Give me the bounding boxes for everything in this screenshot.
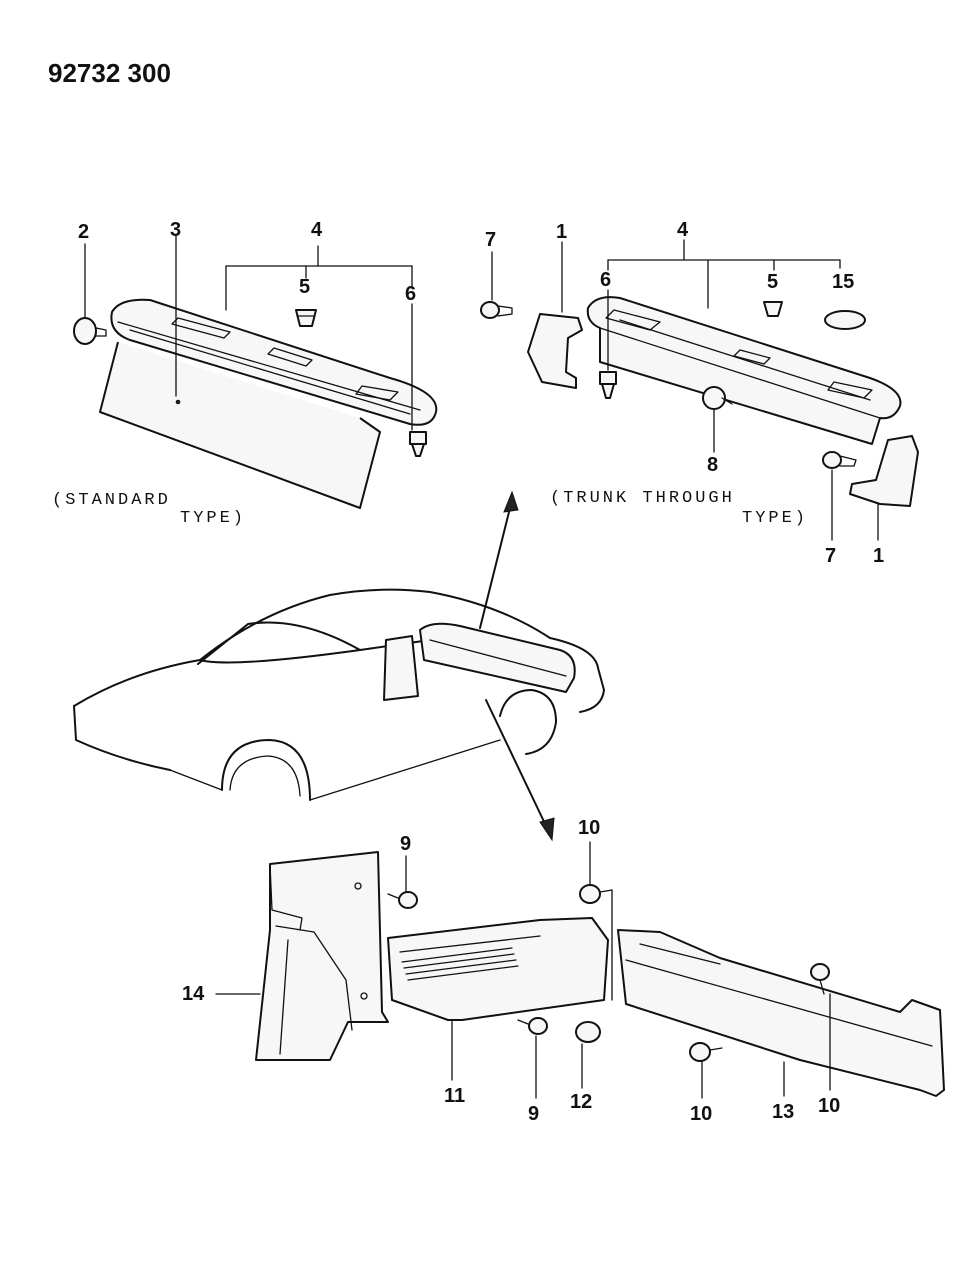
- fastener-part-5: [295, 309, 317, 327]
- trunk-trim-board: [99, 341, 381, 509]
- callout-5: 5: [299, 276, 310, 298]
- clip-part-10-right: [810, 963, 830, 995]
- standard-type-caption-line2: TYPE): [180, 509, 246, 528]
- fastener-part-5-trunk: [763, 301, 783, 317]
- fastener-part-6-trunk: [599, 371, 617, 399]
- standard-type-assembly: 2 3 4 5 6 (STANDARD TYPE): [52, 219, 438, 528]
- callout-1-right: 1: [873, 545, 884, 567]
- callout-6: 6: [405, 283, 416, 305]
- lower-trim-assembly: 9 10 14 11 9 12 10 13 10: [182, 817, 945, 1125]
- callout-11: 11: [444, 1085, 465, 1107]
- callout-10-right: 10: [818, 1095, 840, 1117]
- callout-4: 4: [311, 219, 323, 241]
- callout-6-trunk: 6: [600, 269, 611, 291]
- clip-part-9-lower: [517, 1017, 548, 1035]
- trunk-through-caption-line2: TYPE): [742, 509, 808, 528]
- clip-part-2: [73, 317, 107, 345]
- cap-part-15: [824, 310, 866, 330]
- callout-7-lower: 7: [825, 545, 836, 567]
- side-trim-part-14: [255, 851, 389, 1061]
- clip-part-7-lower: [822, 451, 857, 469]
- callout-14: 14: [182, 983, 205, 1005]
- side-bracket-right: [849, 435, 919, 507]
- callout-3: 3: [170, 219, 181, 241]
- clip-part-9-upper: [387, 891, 418, 909]
- rear-shelf-trunk-through: [586, 296, 902, 445]
- clip-part-10-upper: [579, 884, 613, 904]
- callout-13: 13: [772, 1101, 794, 1123]
- callout-9-upper: 9: [400, 833, 411, 855]
- side-bracket-left: [527, 313, 583, 389]
- callout-7-upper: 7: [485, 229, 496, 251]
- callout-9-lower: 9: [528, 1103, 539, 1125]
- rear-shelf-standard: [110, 298, 438, 426]
- clip-part-7-upper: [480, 301, 513, 319]
- trunk-through-caption-line1: (TRUNK THROUGH: [550, 489, 735, 508]
- clip-part-8: [702, 386, 733, 410]
- callout-4-trunk: 4: [677, 219, 689, 241]
- clip-part-10-lower-left: [689, 1042, 723, 1062]
- arrow-to-lower: [485, 699, 549, 831]
- callout-10-lower: 10: [690, 1103, 712, 1125]
- callout-12: 12: [570, 1091, 592, 1113]
- callout-10-upper: 10: [578, 817, 600, 839]
- callout-1-left: 1: [556, 221, 567, 243]
- callout-2: 2: [78, 221, 89, 243]
- callout-5-trunk: 5: [767, 271, 778, 293]
- diagram-code: 92732 300: [48, 58, 171, 88]
- callout-8: 8: [707, 454, 718, 476]
- fastener-part-6: [409, 431, 427, 457]
- callout-15: 15: [832, 271, 854, 293]
- plug-part-12: [575, 1021, 601, 1043]
- standard-type-caption-line1: (STANDARD: [52, 491, 171, 510]
- rear-panel-part-13: [617, 929, 945, 1097]
- arrow-to-upper: [479, 499, 513, 629]
- trunk-through-type-assembly: 7 1 4 6 5 15 8 7 1 (TRUNK THROUGH TYPE): [480, 219, 919, 567]
- vehicle-outline: [73, 490, 605, 842]
